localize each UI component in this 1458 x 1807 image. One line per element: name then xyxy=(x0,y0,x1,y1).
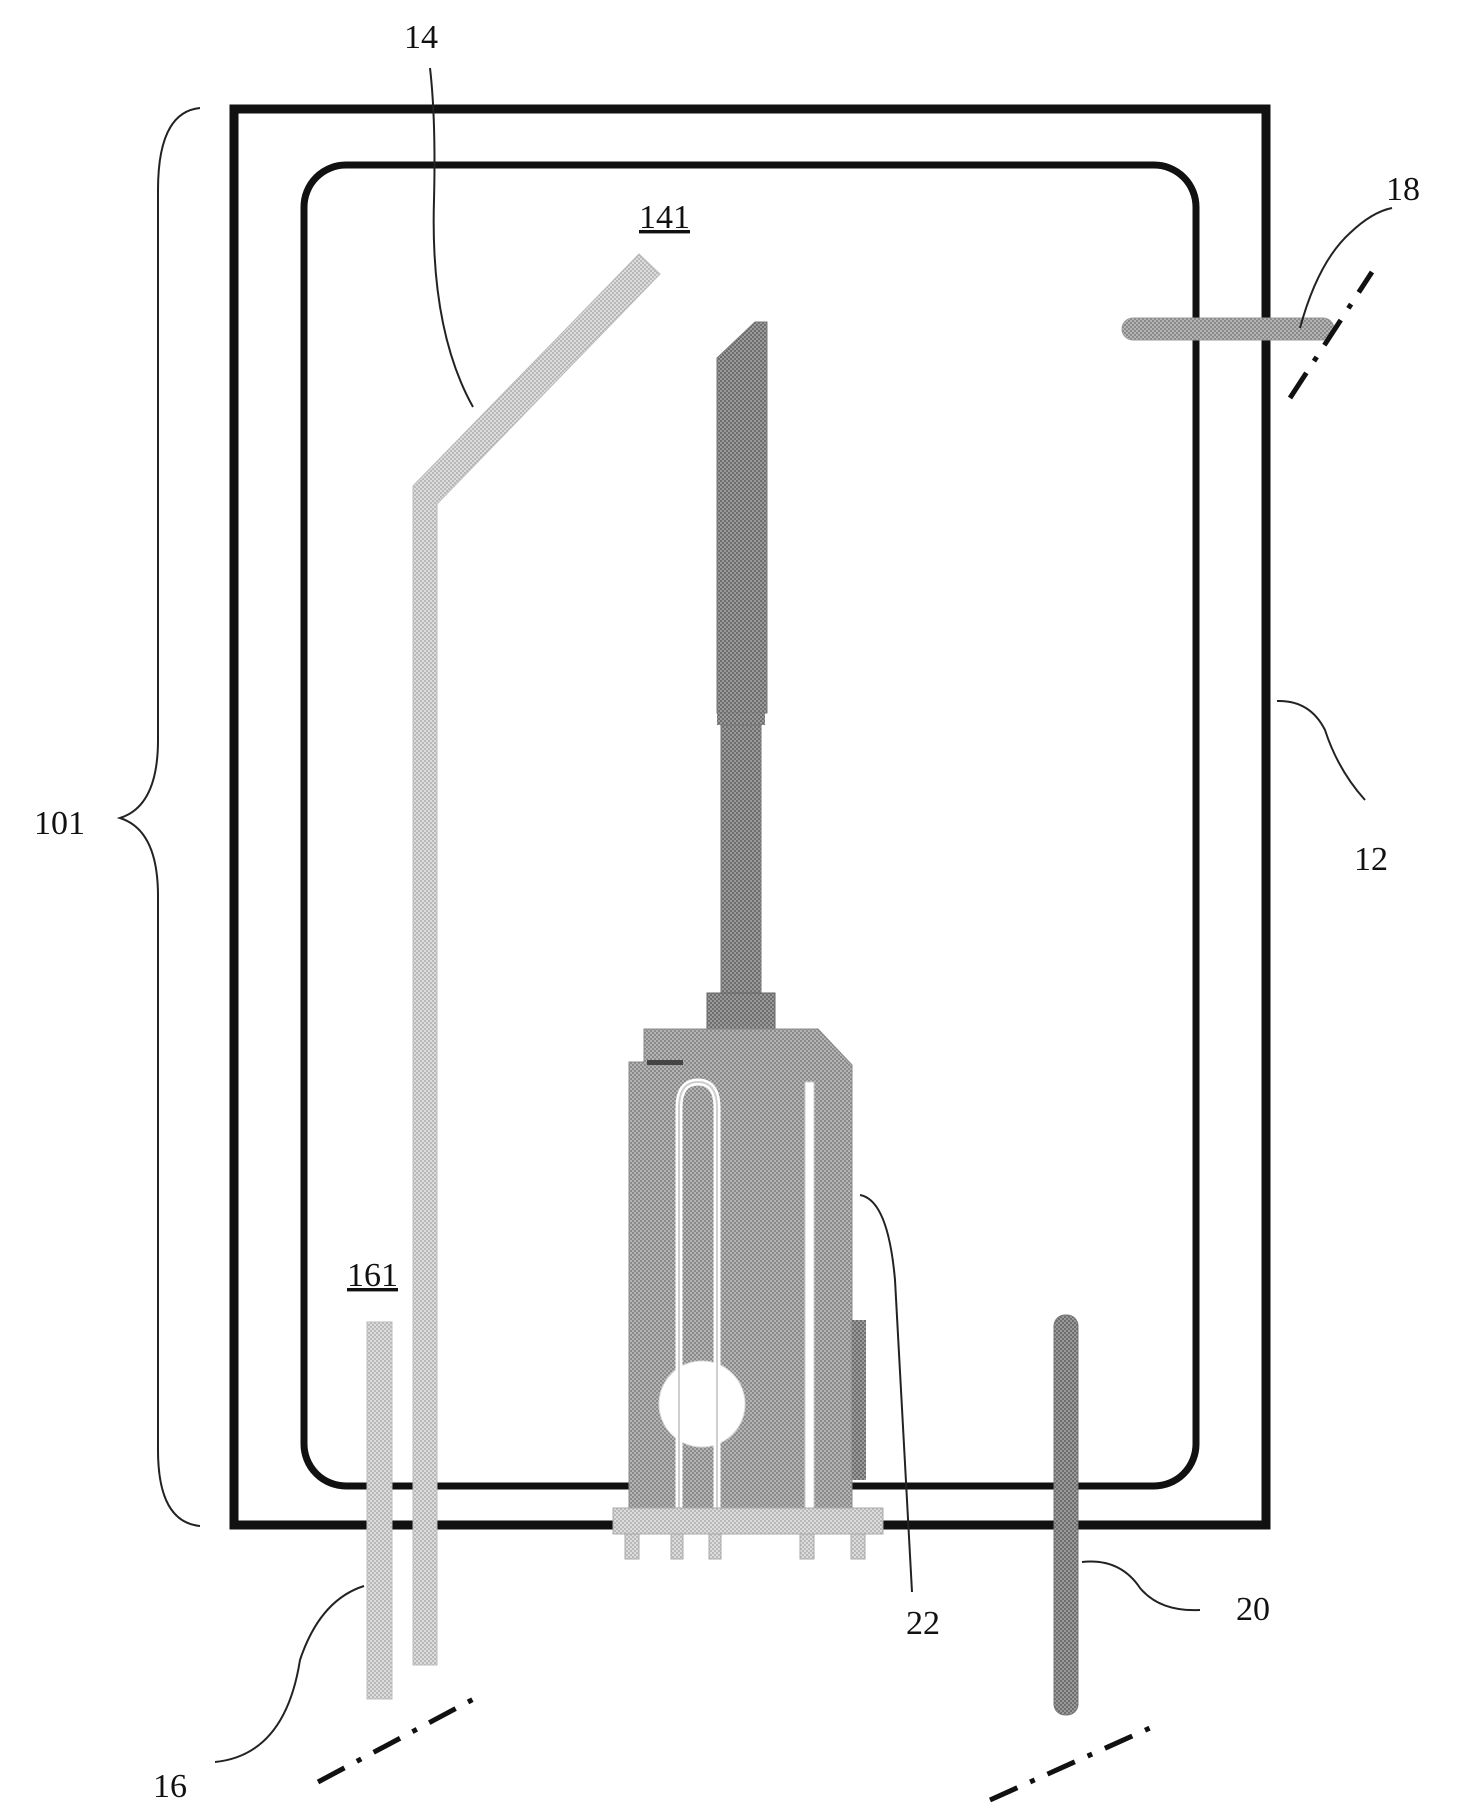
leader-12 xyxy=(1277,701,1365,800)
label-16: 16 xyxy=(153,1768,187,1805)
leader-18 xyxy=(1300,208,1392,328)
label-161: 161 xyxy=(347,1257,398,1294)
leader-14 xyxy=(430,68,473,407)
label-20: 20 xyxy=(1236,1591,1270,1628)
axis-line-16 xyxy=(318,1694,483,1782)
pipe-20 xyxy=(1054,1315,1078,1715)
label-141: 141 xyxy=(639,199,690,236)
leader-20 xyxy=(1082,1562,1200,1611)
pipe-16 xyxy=(367,1322,392,1699)
brace-101 xyxy=(120,108,200,1526)
pipe-14 xyxy=(413,254,660,1665)
label-101: 101 xyxy=(34,805,85,842)
label-18: 18 xyxy=(1386,171,1420,208)
heater-assembly-22 xyxy=(613,322,883,1559)
label-22: 22 xyxy=(906,1605,940,1642)
label-14: 14 xyxy=(404,19,438,56)
label-12: 12 xyxy=(1354,841,1388,878)
leader-16 xyxy=(215,1586,364,1762)
axis-line-20 xyxy=(990,1728,1150,1800)
